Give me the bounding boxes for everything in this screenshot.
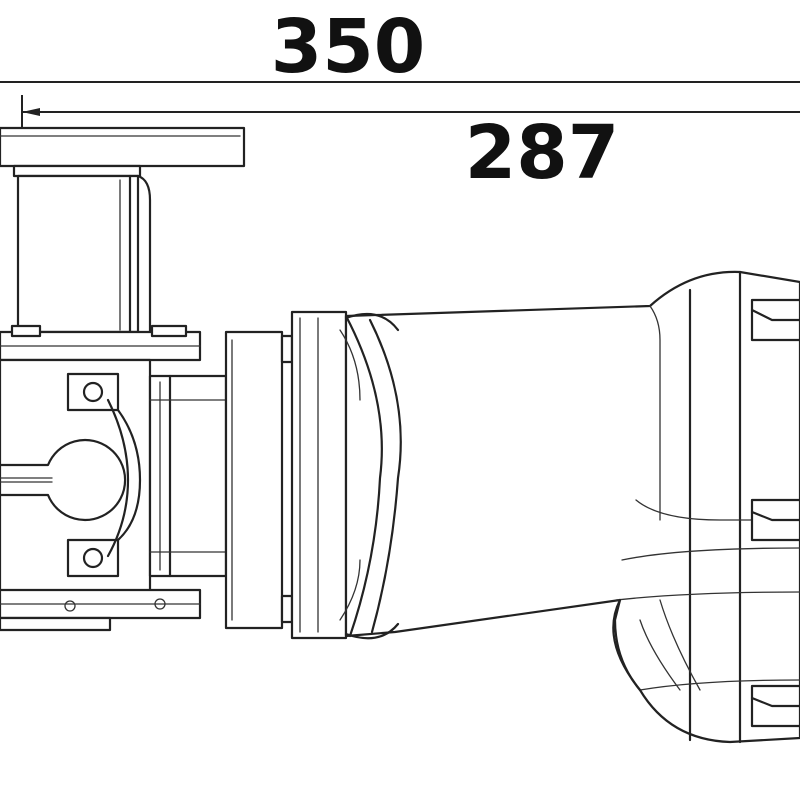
flange-neck — [12, 164, 142, 178]
dimension-label-body: 287 — [465, 110, 619, 196]
bolt-block-lower — [66, 538, 120, 578]
mounting-flange — [0, 126, 246, 334]
coupling-body — [148, 374, 228, 578]
dimension-overall: 350 — [0, 4, 800, 90]
motor-housing — [344, 270, 800, 744]
dimension-body: 287 — [21, 95, 800, 260]
shaft-bore — [0, 438, 127, 522]
gear-housing — [0, 324, 202, 632]
flange-plate — [0, 126, 246, 168]
dimension-label-overall: 350 — [271, 4, 425, 90]
coupling — [148, 330, 294, 630]
bolt-icon — [82, 547, 104, 569]
motor-body — [290, 270, 800, 744]
adapter-plate — [224, 330, 284, 630]
dimension-arrow — [22, 108, 40, 116]
bolt-icon — [82, 381, 104, 403]
